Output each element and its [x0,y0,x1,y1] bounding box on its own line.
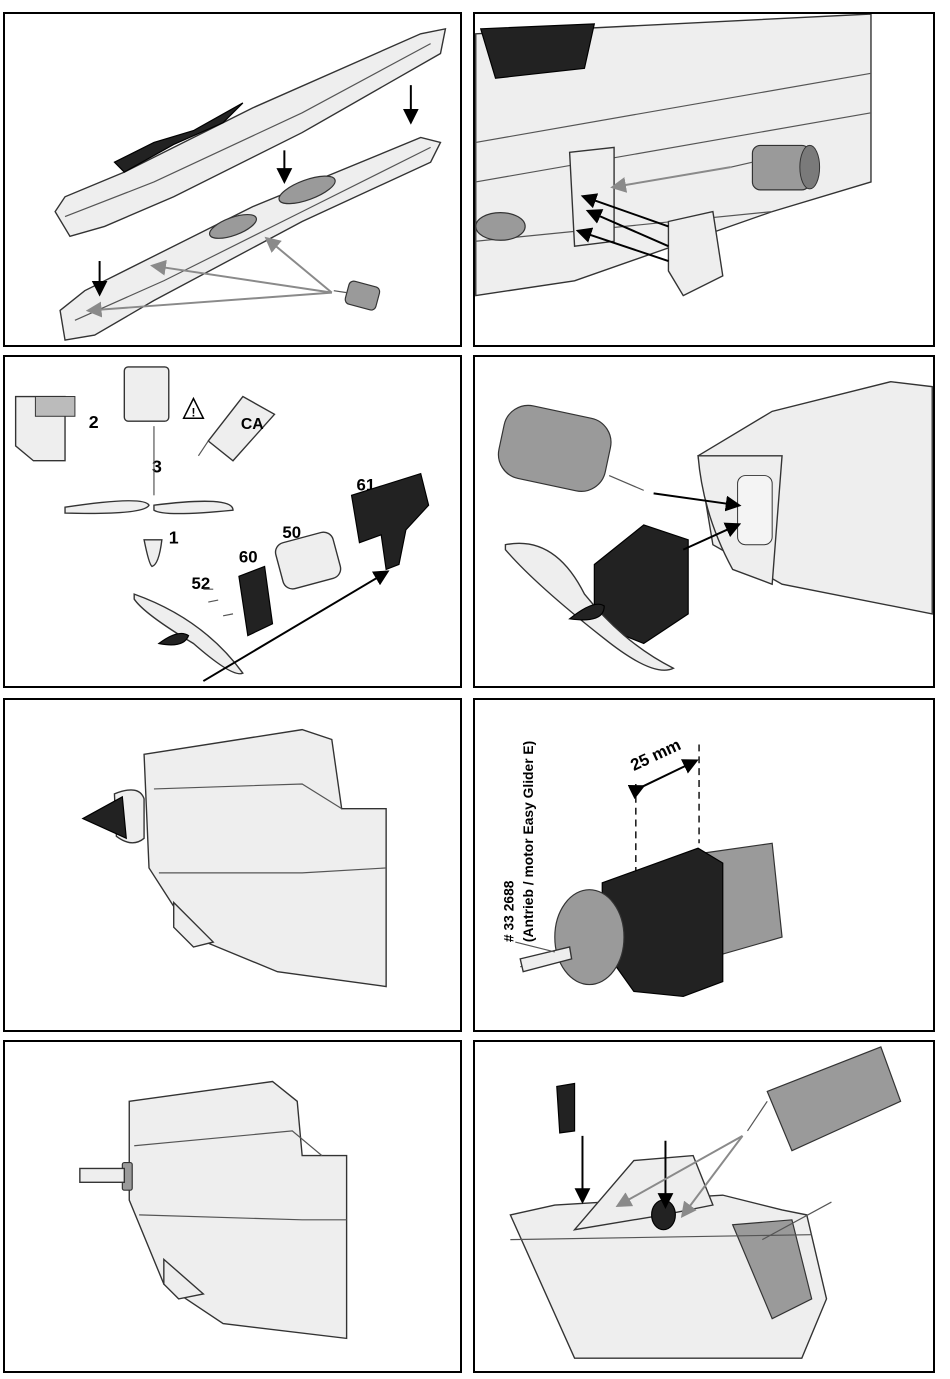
mount-closeup-illustration [475,14,933,345]
label-52: 52 [191,574,210,593]
motor-dimension-illustration: 25 mm # 33 2688 (Antrieb / motor Easy Gl… [475,700,933,1030]
panel-motor-dimension: 25 mm # 33 2688 (Antrieb / motor Easy Gl… [473,698,935,1032]
dimension-label: 25 mm [628,735,684,775]
panel-motor-exploded: ! CA 2 3 1 52 60 50 61 [3,355,462,688]
canopy-latch-illustration [475,1042,933,1371]
warning-triangle-icon: ! [184,398,204,419]
glue-bottle-icon [747,1047,900,1151]
propeller-icon [134,594,243,674]
motor-insert-illustration [475,357,933,686]
label-ca: CA [241,416,264,433]
panel-mount-closeup [473,12,935,347]
label-60: 60 [239,548,258,567]
svg-text:!: ! [191,405,195,419]
spinner-icon [83,797,126,838]
part-description: (Antrieb / motor Easy Glider E) [520,741,536,942]
panel-motor-insert [473,355,935,688]
glue-bottle-icon [494,401,644,496]
motor-icon [520,843,782,996]
latch-part-icon [652,1200,676,1230]
fuselage-halves-illustration [5,14,460,345]
latch-part-icon [557,1083,575,1132]
glue-bottle-icon [334,280,381,311]
motor-exploded-illustration: ! CA 2 3 1 52 60 50 61 [5,357,460,686]
spinner-icon [144,540,162,567]
panel-nose-shaft [3,1040,462,1373]
nose-shaft-illustration [5,1042,460,1371]
panel-canopy-latch [473,1040,935,1373]
panel-fuselage-halves [3,12,462,347]
nose-spinner-illustration [5,700,460,1030]
panel-nose-spinner [3,698,462,1032]
spinner-icon [159,633,189,644]
label-2: 2 [89,412,99,432]
propeller-icon [65,501,233,514]
label-1: 1 [169,528,179,548]
part-number: # 33 2688 [500,880,516,942]
